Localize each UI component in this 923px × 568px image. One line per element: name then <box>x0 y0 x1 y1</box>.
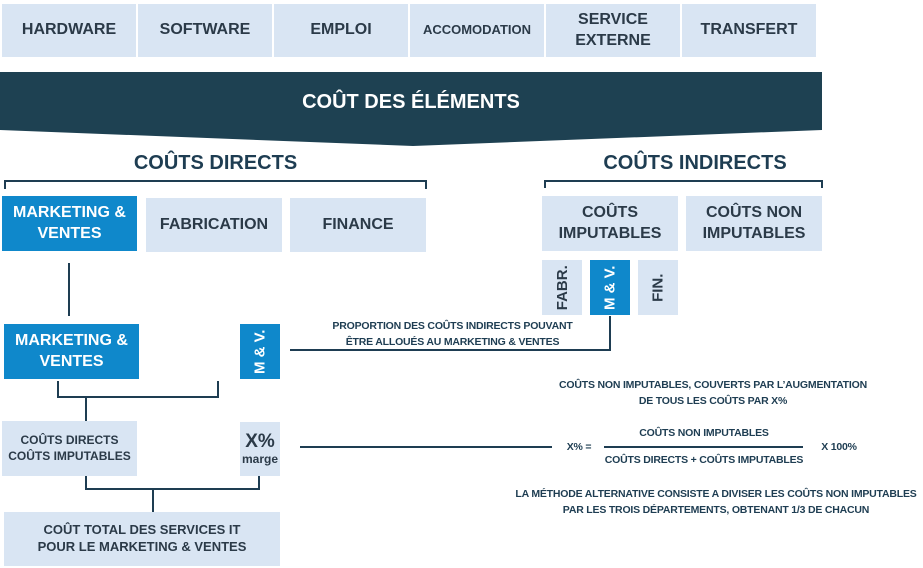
formula-numerator: COÛTS NON IMPUTABLES <box>639 427 769 439</box>
allocation-marketing-ventes[interactable]: MARKETING & VENTES <box>4 324 139 379</box>
dept-fabr[interactable]: FABR. <box>542 260 582 315</box>
dept-mv-label: M & V. <box>601 265 619 310</box>
formula-denominator: COÛTS DIRECTS + COÛTS IMPUTABLES <box>604 454 804 466</box>
tab-hardware[interactable]: HARDWARE <box>2 4 136 57</box>
indirect-non-imputables[interactable]: COÛTS NON IMPUTABLES <box>686 196 822 251</box>
dept-fin-label: FIN. <box>649 273 667 302</box>
dept-fin[interactable]: FIN. <box>638 260 678 315</box>
margin-box[interactable]: X% marge <box>240 422 280 476</box>
total-join-bracket <box>85 476 260 490</box>
direct-costs-title: COÛTS DIRECTS <box>133 152 298 174</box>
indirect-costs-bracket <box>544 180 823 188</box>
tab-service-externe[interactable]: SERVICE EXTERNE <box>546 4 680 57</box>
direct-marketing-ventes[interactable]: MARKETING & VENTES <box>2 196 137 251</box>
alternative-method-note: LA MÉTHODE ALTERNATIVE CONSISTE A DIVISE… <box>515 488 917 516</box>
direct-finance[interactable]: FINANCE <box>290 198 426 252</box>
dept-fabr-label: FABR. <box>553 265 571 310</box>
tab-emploi[interactable]: EMPLOI <box>274 4 408 57</box>
margin-label: marge <box>241 451 279 466</box>
indirect-costs-title: COÛTS INDIRECTS <box>603 152 787 174</box>
indirect-imputables[interactable]: COÛTS IMPUTABLES <box>542 196 678 251</box>
allocation-mv-short-label: M & V. <box>251 329 269 374</box>
tab-accomodation[interactable]: ACCOMODATION <box>410 4 544 57</box>
tab-software[interactable]: SOFTWARE <box>138 4 272 57</box>
formula-intro: COÛTS NON IMPUTABLES, COUVERTS PAR L’AUG… <box>559 379 867 407</box>
mv-join-bracket <box>57 381 219 398</box>
dept-mv[interactable]: M & V. <box>590 260 630 315</box>
tab-transfert[interactable]: TRANSFERT <box>682 4 816 57</box>
direct-fabrication[interactable]: FABRICATION <box>146 198 282 252</box>
banner-shape <box>0 72 822 146</box>
formula-multiplier: X 100% <box>821 441 857 453</box>
margin-percent: X% <box>245 430 275 452</box>
proportion-note: PROPORTION DES COÛTS INDIRECTS POUVANT Ê… <box>332 320 573 348</box>
direct-costs-bracket <box>4 180 427 189</box>
formula-lhs: X% = <box>566 441 592 453</box>
combined-costs-box[interactable]: COÛTS DIRECTS COÛTS IMPUTABLES <box>2 421 137 476</box>
allocation-mv-short[interactable]: M & V. <box>240 324 280 379</box>
total-cost-box[interactable]: COÛT TOTAL DES SERVICES IT POUR LE MARKE… <box>4 512 280 566</box>
banner-title: COÛT DES ÉLÉMENTS <box>302 90 520 113</box>
